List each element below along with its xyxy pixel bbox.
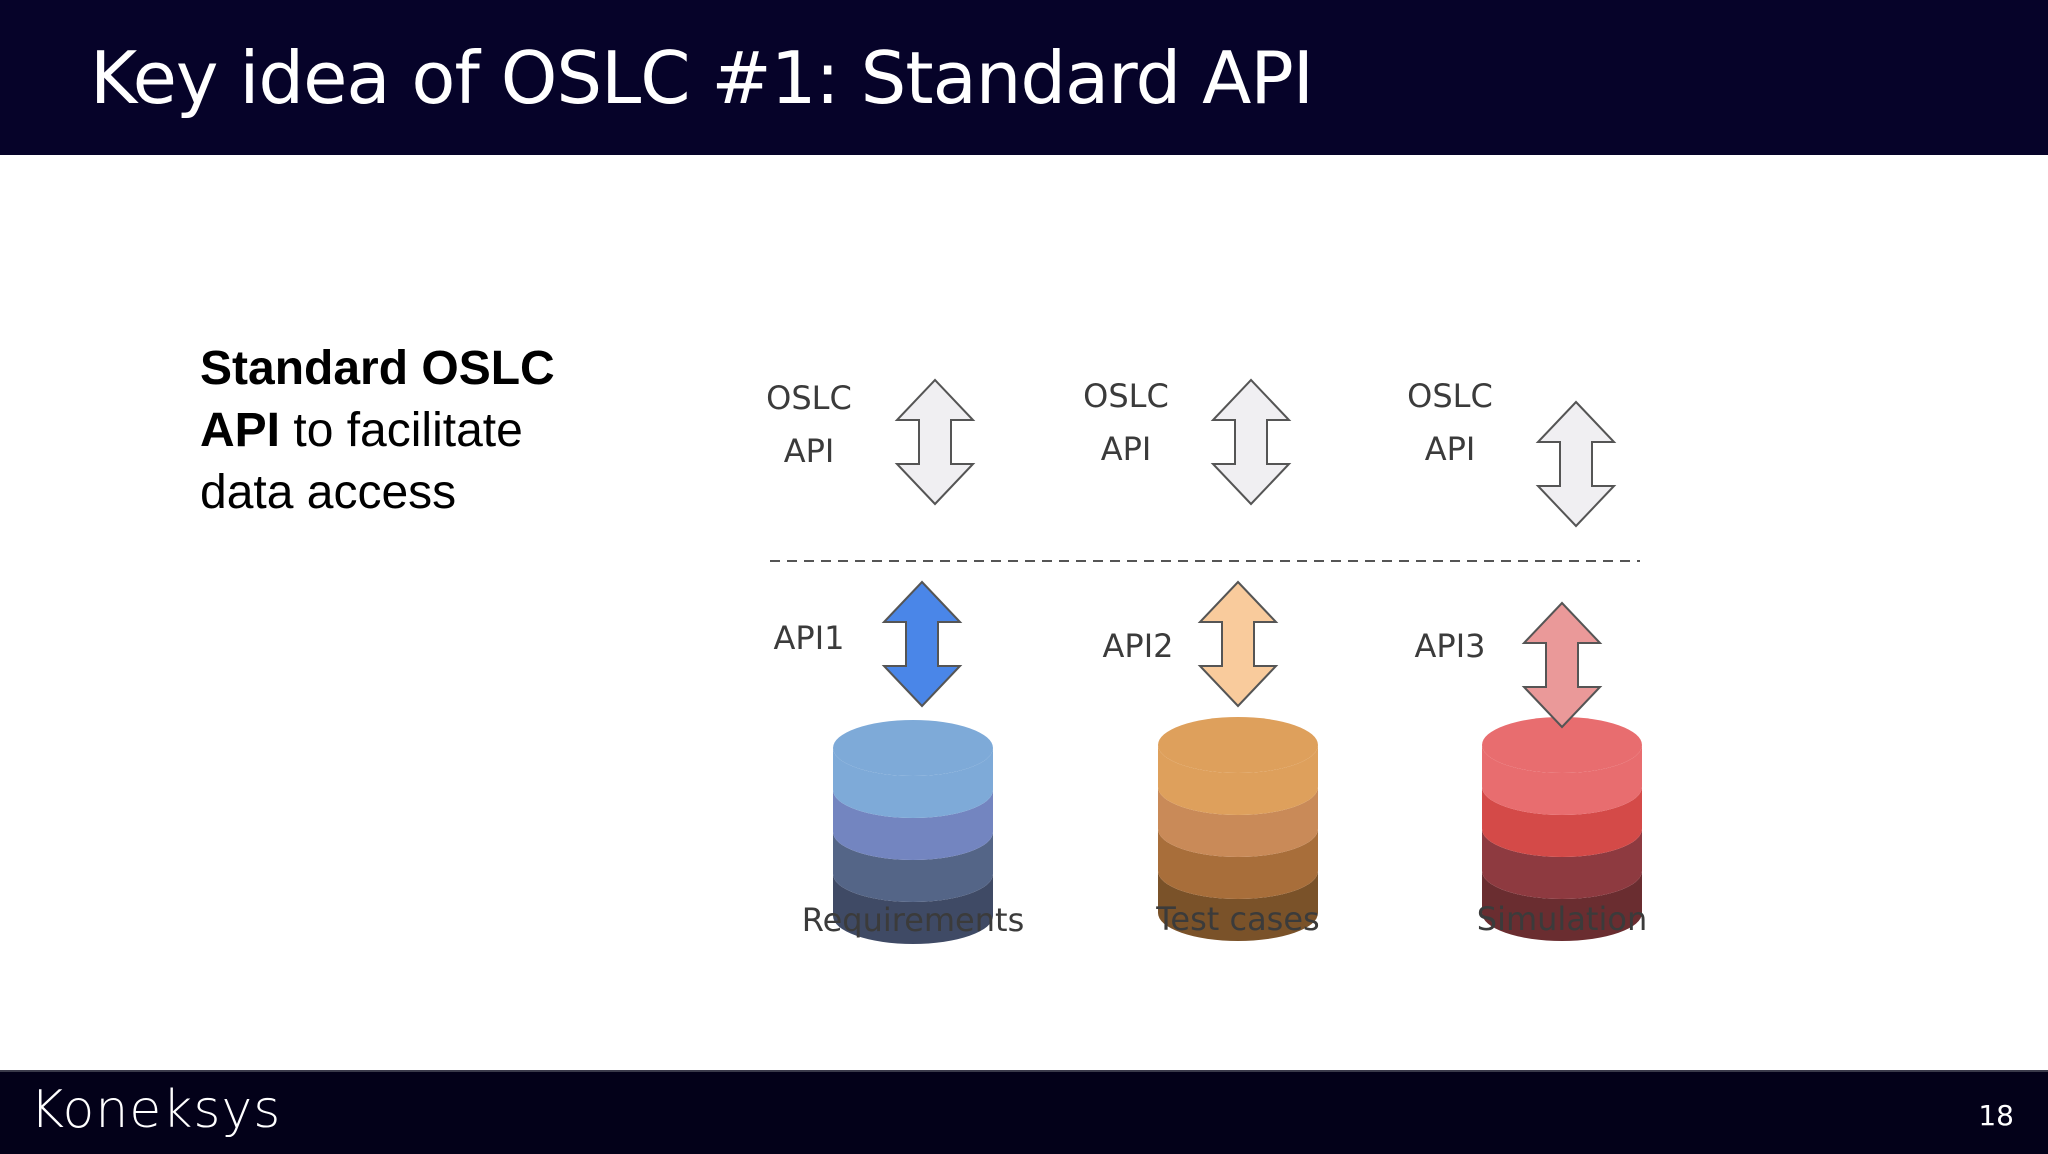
tool-api-label: API3 [1415, 627, 1486, 665]
tool-api-arrow-icon [1523, 602, 1601, 728]
oslc-api-group-3: OSLC API [1407, 377, 1615, 527]
database-band [1482, 787, 1642, 857]
database-band [1158, 745, 1318, 815]
slide-header: Key idea of OSLC #1: Standard API [0, 0, 2048, 155]
database-band [1158, 787, 1318, 857]
oslc-label-line2: API [1101, 430, 1152, 468]
bullet-line3: data access [200, 466, 457, 519]
tool-api-arrow-icon [1199, 581, 1277, 707]
bullet-rest-line2: to facilitate [280, 404, 523, 457]
database-requirements-icon [833, 720, 993, 944]
tool-api-group-3: API3 [1415, 602, 1601, 728]
oslc-double-arrow-icon [896, 379, 974, 505]
bullet-bold-1: Standard OSLC [200, 342, 555, 395]
database-band [1482, 745, 1642, 815]
slide-title: Key idea of OSLC #1: Standard API [90, 36, 1314, 120]
database-top [833, 720, 993, 776]
db-label-test-cases: Test cases [1155, 900, 1319, 938]
tool-api-label: API1 [774, 619, 845, 657]
oslc-label-line1: OSLC [766, 379, 852, 417]
db-label-simulation: Simulation [1477, 900, 1647, 938]
slide-footer: Koneksys 18 [0, 1070, 2048, 1154]
database-simulation-icon [1482, 717, 1642, 941]
db-label-requirements: Requirements [802, 901, 1024, 939]
database-band [1482, 871, 1642, 941]
database-band [833, 832, 993, 902]
tool-api-arrow-icon [883, 581, 961, 707]
page-number: 18 [1978, 1099, 2014, 1132]
bullet-bold-2: API [200, 404, 281, 457]
database-band [1482, 829, 1642, 899]
oslc-api-group-1: OSLC API [766, 379, 974, 505]
oslc-double-arrow-icon [1537, 401, 1615, 527]
database-band [833, 790, 993, 860]
tool-api-group-1: API1 [774, 581, 961, 707]
oslc-label-line1: OSLC [1083, 377, 1169, 415]
database-top [1482, 717, 1642, 773]
database-top [1158, 717, 1318, 773]
database-band [833, 748, 993, 818]
database-band [1158, 829, 1318, 899]
database-band [1158, 871, 1318, 941]
oslc-double-arrow-icon [1212, 379, 1290, 505]
database-band [833, 874, 993, 944]
koneksys-logo: Koneksys [30, 1080, 282, 1140]
database-test-cases-icon [1158, 717, 1318, 941]
tool-api-label: API2 [1103, 627, 1174, 665]
tool-api-group-2: API2 [1103, 581, 1277, 707]
oslc-label-line1: OSLC [1407, 377, 1493, 415]
oslc-label-line2: API [1425, 430, 1476, 468]
oslc-diagram: OSLC API OSLC API OSLC API API1 API2 API… [766, 377, 1647, 944]
bullet-text: Standard OSLC API to facilitate data acc… [200, 338, 620, 524]
oslc-label-line2: API [784, 432, 835, 470]
oslc-api-group-2: OSLC API [1083, 377, 1290, 505]
